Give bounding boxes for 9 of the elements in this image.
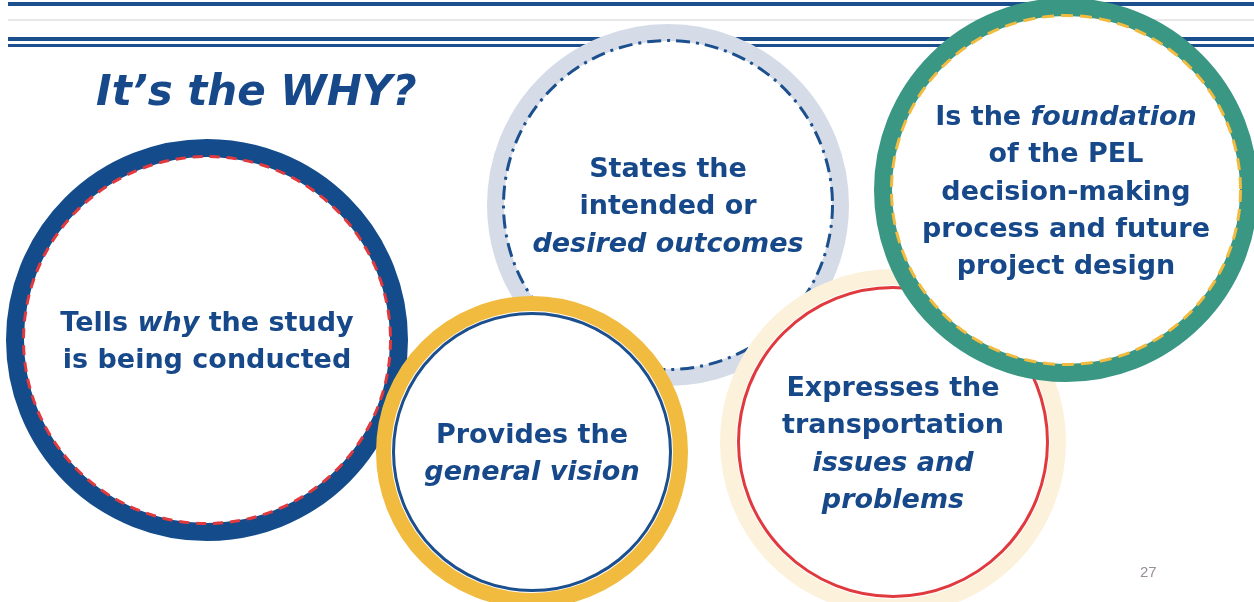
circle-frame: [376, 296, 688, 602]
circle-text: Is the foundation of the PEL decision-making process and future project design: [921, 98, 1211, 282]
circle-text: Tells why the study is being conducted: [59, 304, 355, 376]
circle-text: Expresses the transportation issues and problems: [781, 369, 1005, 516]
circle-frame: [6, 139, 408, 541]
page-number: 27: [1140, 563, 1157, 580]
circle-text: States the intended or desired outcomes: [531, 151, 805, 260]
slide-title: It’s the WHY?: [96, 66, 417, 115]
circle-text: Provides the general vision: [423, 416, 641, 488]
